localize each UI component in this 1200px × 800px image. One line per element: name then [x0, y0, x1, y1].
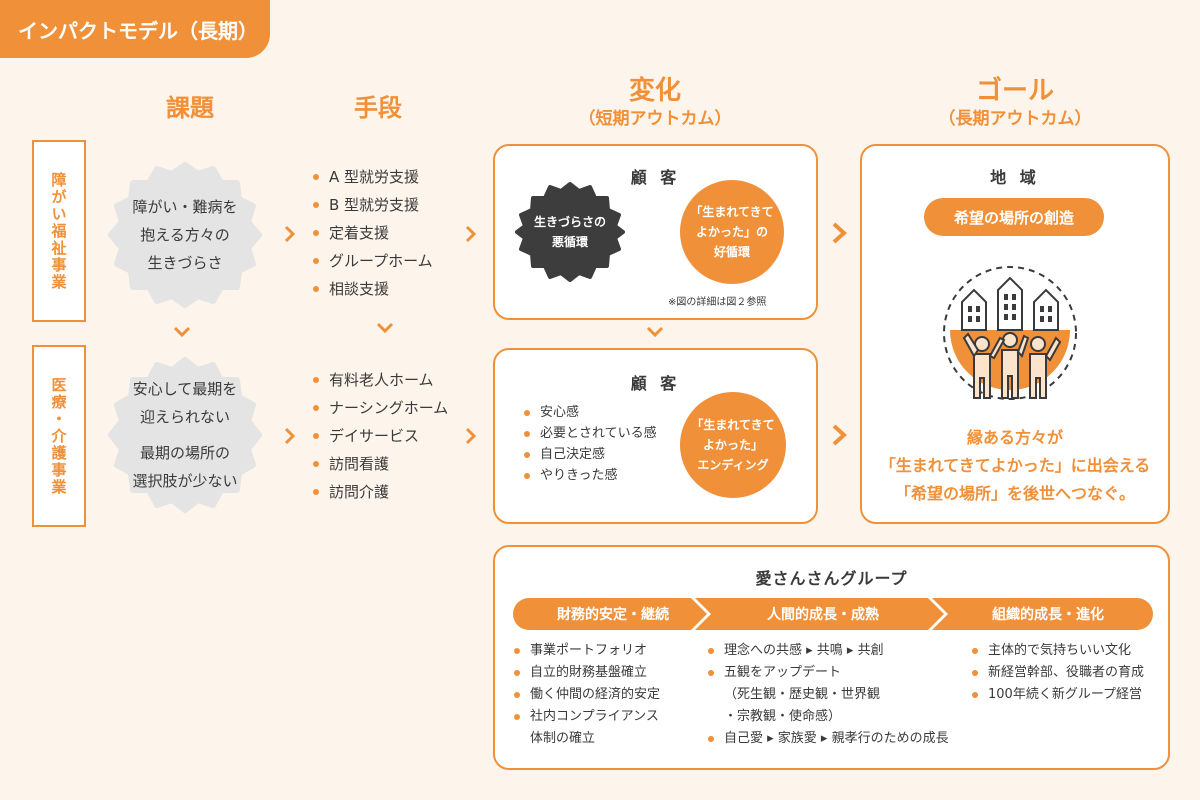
virtuous-cycle-line: 「生まれてきて [690, 205, 774, 219]
ending-line: よかった」 [702, 438, 763, 452]
list-item: 自己愛 ▸ 家族愛 ▸ 親孝行のための成長 [708, 728, 968, 750]
list-item: 有料老人ホーム [313, 366, 448, 394]
group-title: 愛さんさんグループ [755, 569, 908, 588]
vicious-cycle-badge: 生きづらさの 悪循環 [515, 180, 625, 284]
list-item: 100年続く新グループ経営 [972, 684, 1162, 706]
list-item: 社内コンプライアンス [514, 706, 694, 728]
page-title: インパクトモデル（長期） [18, 18, 258, 43]
group-box: 愛さんさんグループ [493, 545, 1170, 770]
means-list-medical: 有料老人ホーム ナーシングホーム デイサービス 訪問看護 訪問介護 [313, 366, 448, 506]
row-label-medical-text: 医療・介護事業 [49, 376, 68, 496]
list-item: ナーシングホーム [313, 394, 448, 422]
list-item: 五観をアップデート [708, 662, 968, 684]
list-item: A 型就労支援 [313, 163, 433, 191]
list-item: 相談支援 [313, 275, 433, 303]
means-list-welfare: A 型就労支援 B 型就労支援 定着支援 グループホーム 相談支援 [313, 163, 433, 303]
chevron-down-icon [172, 320, 192, 344]
issue-medical-line: 安心して最期を [132, 380, 238, 398]
phase-list-human: 理念への共感 ▸ 共鳴 ▸ 共創 五観をアップデート （死生観・歴史観・世界観 … [708, 640, 968, 750]
chevron-right-icon [464, 426, 478, 450]
column-subheader-goal: （長期アウトカム） [938, 109, 1092, 129]
list-item: グループホーム [313, 247, 433, 275]
column-header-goal: ゴール [975, 76, 1054, 106]
issue-medical-line: 迎えられない [139, 408, 230, 426]
issue-medical-line: 選択肢が少ない [132, 472, 238, 490]
chevron-right-icon [830, 220, 848, 250]
row-label-welfare: 障がい福祉事業 [32, 140, 86, 322]
column-header-issues: 課題 [166, 94, 214, 122]
list-item: 訪問看護 [313, 450, 448, 478]
goal-statement-line: 縁ある方々が [966, 428, 1063, 447]
box-title: 地 域 [990, 168, 1040, 187]
column-header-means: 手段 [354, 94, 402, 122]
chevron-down-icon [645, 324, 665, 343]
community-illustration-icon [940, 258, 1080, 408]
goal-statement: 縁ある方々が 「生まれてきてよかった」に出会える 「希望の場所」を後世へつなぐ。 [862, 424, 1168, 508]
issue-welfare-line: 抱える方々の [140, 226, 230, 244]
phase-label: 人間的成長・成熟 [767, 607, 879, 623]
reference-note: ※図の詳細は図２参照 [668, 297, 767, 308]
issue-welfare-line: 生きづらさ [147, 254, 223, 272]
vicious-cycle-line: 悪循環 [551, 235, 588, 249]
box-title: 顧 客 [630, 168, 681, 187]
chevron-right-icon [283, 224, 297, 248]
chevron-down-icon [375, 320, 395, 339]
list-item: 訪問介護 [313, 478, 448, 506]
virtuous-cycle-circle: 「生まれてきて よかった」の 好循環 [680, 180, 784, 284]
ending-line: 「生まれてきて [691, 418, 775, 432]
row-label-medical: 医療・介護事業 [32, 345, 86, 527]
issue-blob-welfare: 障がい・難病を 抱える方々の 生きづらさ [105, 160, 265, 310]
goal-statement-line: 「希望の場所」を後世へつなぐ。 [894, 484, 1135, 503]
ending-circle: 「生まれてきて よかった」 エンディング [680, 392, 786, 498]
list-item: 安心感 [524, 402, 657, 423]
phase-band: 財務的安定・継続 人間的成長・成熟 組織的成長・進化 [513, 598, 1153, 630]
chevron-right-icon [464, 224, 478, 248]
phase-label: 財務的安定・継続 [557, 607, 669, 623]
list-item: デイサービス [313, 422, 448, 450]
issue-blob-medical: 安心して最期を 迎えられない 最期の場所の 選択肢が少ない [105, 355, 265, 515]
column-subheader-change: （短期アウトカム） [578, 109, 732, 129]
virtuous-cycle-line: 好循環 [713, 245, 750, 259]
list-item: 理念への共感 ▸ 共鳴 ▸ 共創 [708, 640, 968, 662]
chevron-right-icon [830, 422, 848, 452]
row-label-welfare-text: 障がい福祉事業 [49, 171, 68, 291]
list-item-continuation: 体制の確立 [530, 731, 596, 746]
list-item: 定着支援 [313, 219, 433, 247]
list-item-continuation: ・宗教観・使命感） [724, 709, 842, 724]
list-item: 自立的財務基盤確立 [514, 662, 694, 684]
blob-shape [515, 182, 625, 282]
vicious-cycle-line: 生きづらさの [533, 215, 606, 229]
list-item: 新経営幹部、役職者の育成 [972, 662, 1162, 684]
blob-shape [108, 162, 262, 308]
page-title-tag: インパクトモデル（長期） [0, 0, 270, 58]
issue-welfare-line: 障がい・難病を [132, 198, 238, 216]
list-item-continuation: （死生観・歴史観・世界観 [724, 687, 881, 702]
list-item: 働く仲間の経済的安定 [514, 684, 694, 706]
goal-pill: 希望の場所の創造 [924, 198, 1104, 236]
chevron-right-icon [283, 426, 297, 450]
goal-statement-line: 「生まれてきてよかった」に出会える [879, 456, 1151, 475]
list-item: 事業ポートフォリオ [514, 640, 694, 662]
issue-medical-line: 最期の場所の [139, 444, 230, 462]
list-item: 必要とされている感 [524, 423, 657, 444]
phase-label: 組織的成長・進化 [992, 607, 1104, 623]
box-title: 顧 客 [630, 374, 681, 393]
list-item: 自己決定感 [524, 444, 657, 465]
blob-shape [108, 357, 262, 513]
phase-list-financial: 事業ポートフォリオ 自立的財務基盤確立 働く仲間の経済的安定 社内コンプライアン… [514, 640, 694, 750]
feelings-list: 安心感 必要とされている感 自己決定感 やりきった感 [524, 402, 657, 486]
list-item: B 型就労支援 [313, 191, 433, 219]
list-item: やりきった感 [524, 465, 657, 486]
virtuous-cycle-line: よかった」の [695, 225, 768, 239]
phase-list-organizational: 主体的で気持ちいい文化 新経営幹部、役職者の育成 100年続く新グループ経営 [972, 640, 1162, 706]
ending-line: エンディング [697, 458, 769, 472]
list-item: 主体的で気持ちいい文化 [972, 640, 1162, 662]
column-header-change: 変化 [628, 76, 681, 106]
